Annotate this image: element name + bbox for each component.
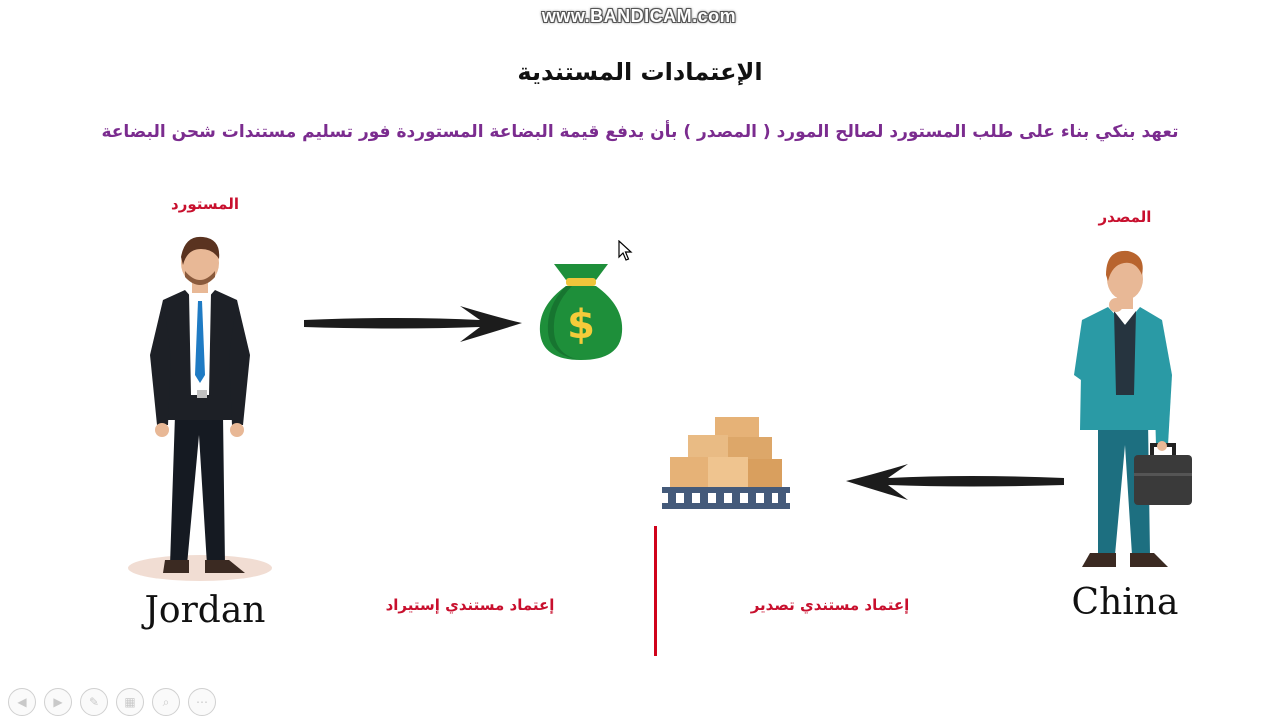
exporter-role-label: المصدر (1098, 208, 1152, 226)
more-icon[interactable]: ⋯ (188, 688, 216, 716)
import-credit-label: إعتماد مستندي إستيراد (385, 596, 555, 614)
slideshow-toolbar: ◀ ▶ ✎ ▦ ⌕ ⋯ (8, 688, 216, 716)
exporter-businessman-icon (1074, 250, 1192, 567)
boxes-pallet-icon (662, 417, 790, 509)
previous-icon[interactable]: ◀ (8, 688, 36, 716)
exporter-country-label: China (1071, 582, 1179, 623)
importer-role-label: المستورد (171, 195, 239, 213)
bandicam-watermark: www.BANDICAM.com (541, 6, 737, 26)
next-icon[interactable]: ▶ (44, 688, 72, 716)
zoom-icon[interactable]: ⌕ (152, 688, 180, 716)
money-bag-icon: $ (539, 264, 623, 360)
slides-icon[interactable]: ▦ (116, 688, 144, 716)
export-credit-label: إعتماد مستندي تصدير (750, 596, 910, 614)
mouse-cursor-icon (618, 240, 633, 261)
slide-title: الإعتمادات المستندية (517, 58, 763, 86)
slide-subtitle: تعهد بنكي بناء على طلب المستورد لصالح ال… (101, 122, 1179, 142)
importer-businessman-icon (128, 236, 272, 581)
svg-text:$: $ (567, 302, 595, 348)
divider-line (654, 526, 657, 656)
pen-icon[interactable]: ✎ (80, 688, 108, 716)
arrow-right-icon (304, 306, 522, 342)
importer-country-label: Jordan (144, 590, 266, 631)
arrow-left-icon (846, 464, 1064, 500)
